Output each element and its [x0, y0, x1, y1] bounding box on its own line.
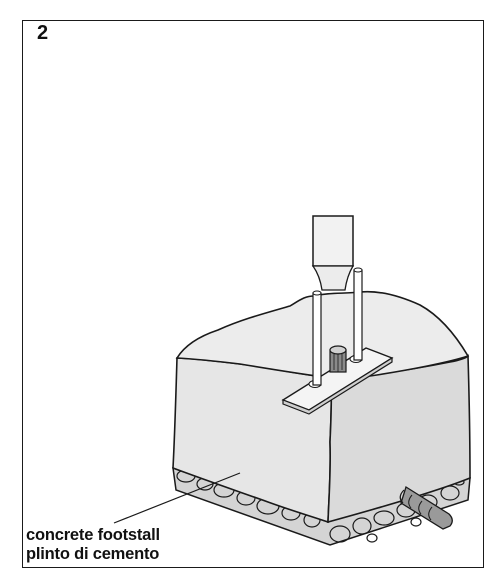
caption-italian: plinto di cemento [26, 545, 160, 563]
conduit-pipe [399, 486, 453, 530]
step-number: 2 [37, 22, 49, 44]
delivery-tube [311, 215, 355, 291]
concrete-block [172, 290, 471, 524]
central-bolt [329, 345, 347, 373]
threaded-rods [312, 267, 363, 386]
caption-english: concrete footstall [26, 526, 160, 544]
footstall-caption: concrete footstall plinto di cemento [26, 526, 160, 564]
leader-line [113, 472, 241, 524]
